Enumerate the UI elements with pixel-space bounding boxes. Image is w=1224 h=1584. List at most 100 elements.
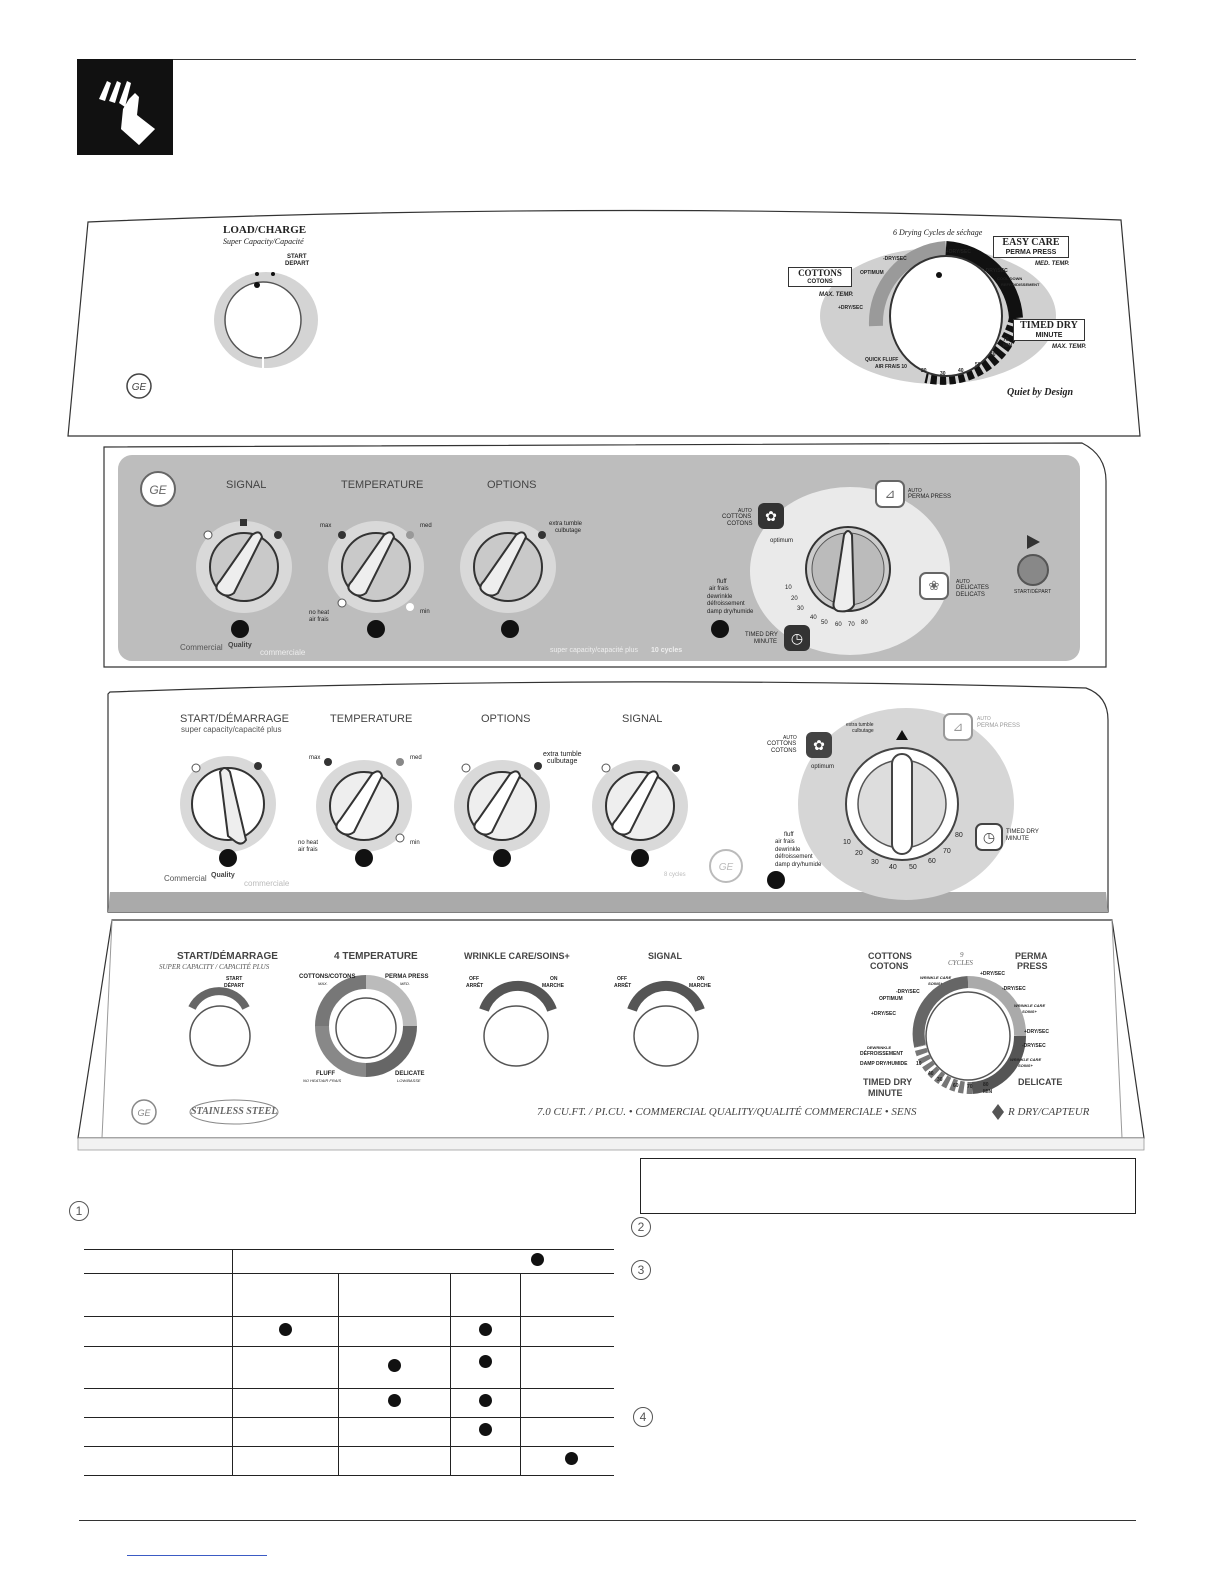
start-depart-button[interactable] [1018,555,1048,585]
timed-dry-icon[interactable]: ◷ [982,829,996,845]
dry-sec-c: -DRY/SEC [1022,1043,1046,1049]
wrinkle-care-knob[interactable] [484,1006,548,1066]
defroissement-label: défroissement [775,854,813,860]
temp-med-label: MED. [400,981,410,986]
cycle-dial[interactable] [926,992,1010,1080]
signal-title: SIGNAL [226,479,267,491]
table-cell [337,1273,450,1317]
signal-title: SIGNAL [622,713,663,725]
table-cell [231,1316,338,1347]
butterfly-icon[interactable]: ❀ [928,578,940,593]
dewrinkle-label: dewrinkle [775,847,801,853]
temp-no-heat-label: no heat [298,840,319,846]
dry-sec-a: -DRY/SEC [1002,986,1026,992]
table-cell [519,1446,614,1476]
temp-med-label: med [420,523,432,529]
perma-press-label: PERMA PRESS [977,723,1021,729]
easy-care-label: EASY CARE [1002,237,1060,248]
start-title: START/DÉMARRAGE [180,713,289,725]
minute-label: MINUTE [754,639,777,645]
timer-30: 30 [940,371,946,377]
timer-60: 60 [928,858,936,865]
timer-70: 70 [967,1084,973,1090]
dry-cycle-dial[interactable] [890,256,1002,376]
damp-dry-label: damp dry/humide [775,862,822,868]
panel-3-control-console: GE [107,681,1109,913]
timer-60: 60 [953,1083,959,1089]
cycle-dial[interactable] [852,750,952,858]
signal-knob[interactable] [210,533,278,601]
quality-text: Quality [228,642,252,649]
load-dial[interactable] [226,282,302,358]
note-box [640,1158,1136,1214]
temp-air-frais-label: air frais [298,847,318,853]
timer-70: 70 [848,622,855,628]
panel-4-control-console: GE [77,919,1145,1151]
dry-sec-label-2: -DRY/SEC [984,268,1008,274]
temperature-knob[interactable] [336,998,396,1058]
cottons-cycle-icon[interactable]: ✿ [813,737,825,753]
temperature-title: TEMPERATURE [330,713,413,725]
start-knob[interactable] [190,1006,250,1066]
soins-a: SOINS+ [928,981,943,986]
wrinkle-care-title: WRINKLE CARE/SOINS+ [464,951,570,961]
timer-30: 30 [871,859,879,866]
easy-care-med-temp: MED. TEMP. [1035,261,1070,267]
options-title: OPTIONS [487,479,537,491]
temperature-knob[interactable] [330,772,398,840]
cottons-cycle-icon[interactable]: ✿ [765,508,777,524]
temperature-knob[interactable] [342,533,410,601]
table-cell [449,1417,520,1447]
signal-knob[interactable] [606,772,674,840]
options-knob[interactable] [474,533,542,601]
timer-10: 10 [916,1061,922,1067]
optimum-label: OPTIMUM [860,270,884,276]
perma-press-label: PERMA PRESS [908,494,952,500]
perma-press-icon[interactable]: ⊿ [884,486,896,501]
delicates-auto: AUTO [956,579,970,585]
table-row [84,1249,614,1274]
super-capacity-text: super capacity/capacité plus [550,647,638,654]
timer-min: MIN [1003,343,1013,349]
temp-perma-press-label: PERMA PRESS [385,974,429,980]
options-title: OPTIONS [481,713,531,725]
timed-dry-box: TIMED DRY MINUTE [1013,319,1085,341]
commercial-text: Commercial [164,874,207,883]
cycles-count-text: 10 cycles [651,647,683,654]
air-frais-label: AIR FRAIS 10 [875,364,907,370]
cycle-dial[interactable] [806,527,890,611]
temp-min-label: min [420,609,430,615]
table-cell [84,1273,232,1317]
optimum-label: optimum [811,764,835,770]
cottons-max-temp: MAX. TEMP. [819,292,854,298]
dewrinkle-label: dewrinkle [707,594,733,600]
footer-link[interactable] [127,1555,267,1556]
wrinkle-off-label: OFF [469,976,479,982]
cottons-auto: AUTO [738,508,752,514]
table-cell [231,1346,338,1389]
timer-80: 80 [861,620,868,626]
options-knob[interactable] [468,772,536,840]
temp-air-frais-label: air frais [309,617,329,623]
panel-2-control-console: GE [103,442,1107,668]
quality-text: Quality [211,872,235,879]
wrinkle-soins-c: WRINKLE CARE [1010,1057,1042,1062]
timed-dry-icon[interactable]: ◷ [790,630,804,646]
options-culbutage: culbutage [547,758,578,765]
start-label: START [226,976,243,982]
bullet-marker [478,1394,492,1407]
perma-press-icon[interactable]: ⊿ [952,719,964,734]
bullet-marker [531,1252,544,1266]
start-knob[interactable] [192,768,264,840]
stainless-steel-logo: STAINLESS STEEL [191,1106,278,1117]
signal-knob[interactable] [634,1006,698,1066]
bullet-marker [565,1452,578,1465]
table-cell [449,1446,520,1476]
damp-dry-label: DAMP DRY/HUMIDE [860,1061,908,1067]
cycles-label: CYCLES [948,959,973,967]
perma-press-auto: AUTO [908,488,922,494]
super-capacity-label: super capacity/capacité plus [181,725,282,734]
drying-cycles-title: 6 Drying Cycles de séchage [893,228,983,237]
options-culbutage: culbutage [555,528,582,534]
temp-delicate-label: DELICATE [395,1071,425,1077]
